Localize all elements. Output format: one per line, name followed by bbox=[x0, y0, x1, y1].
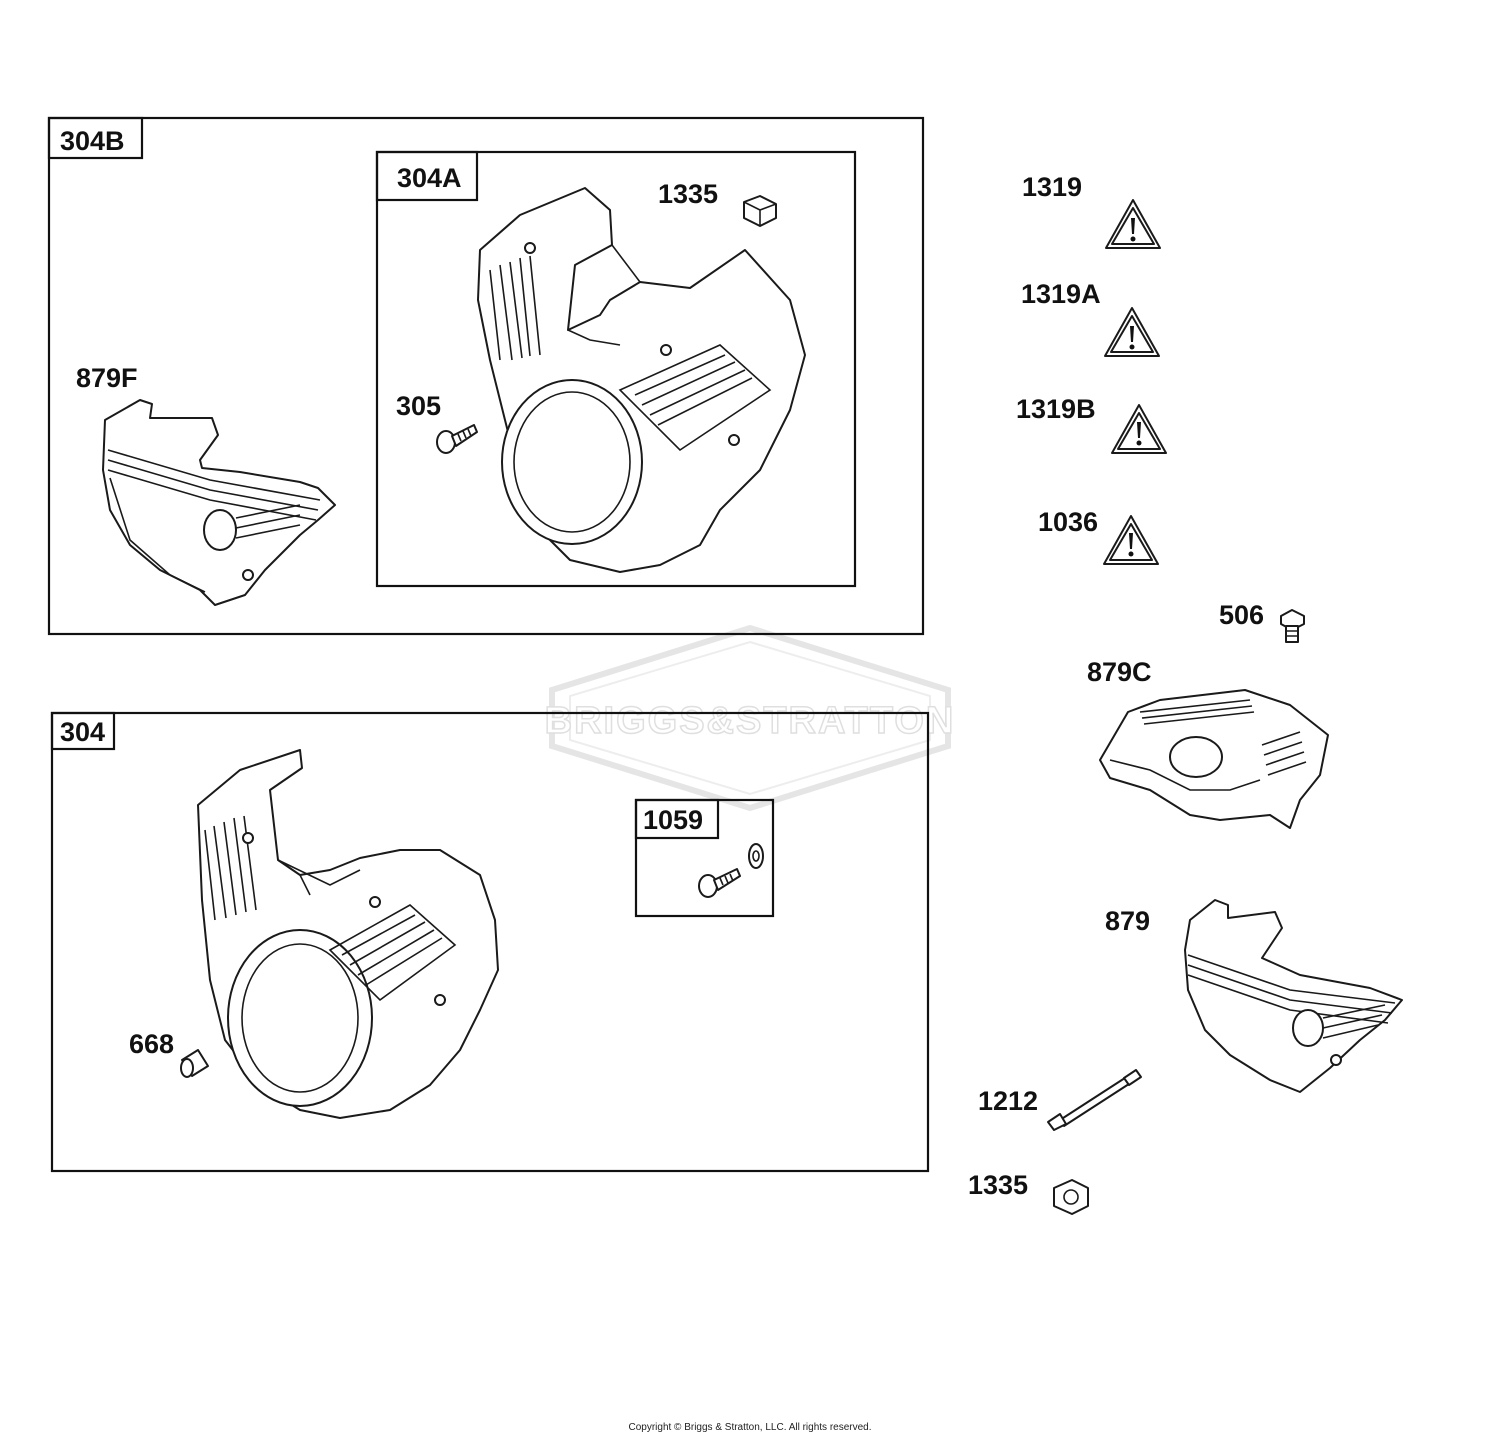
part-1212-stud[interactable]: 1212 bbox=[978, 1069, 1142, 1131]
part-879c-cover[interactable]: 879C bbox=[1087, 657, 1329, 829]
label-1335-bottom: 1335 bbox=[968, 1170, 1028, 1200]
part-304a-blower-housing[interactable] bbox=[477, 187, 806, 573]
brand-watermark: BRIGGS&STRATTON bbox=[544, 624, 956, 812]
part-879f[interactable]: 879F bbox=[76, 363, 336, 606]
group-1059[interactable]: 1059 bbox=[634, 798, 775, 918]
group-tag-304b: 304B bbox=[60, 126, 125, 156]
label-1036: 1036 bbox=[1038, 507, 1098, 537]
label-1319: 1319 bbox=[1022, 172, 1082, 202]
group-304a[interactable]: 304A bbox=[375, 150, 857, 588]
group-tag-304: 304 bbox=[60, 717, 105, 747]
part-1319b-warning-label[interactable]: 1319B bbox=[1016, 394, 1167, 454]
copyright-notice: Copyright © Briggs & Stratton, LLC. All … bbox=[628, 1422, 871, 1433]
part-879-shroud[interactable]: 879 bbox=[1105, 899, 1403, 1093]
group-tag-1059: 1059 bbox=[643, 805, 703, 835]
label-879f: 879F bbox=[76, 363, 138, 393]
label-1319b: 1319B bbox=[1016, 394, 1096, 424]
label-506: 506 bbox=[1219, 600, 1264, 630]
group-304b[interactable]: 304B bbox=[47, 116, 925, 636]
label-1212: 1212 bbox=[978, 1086, 1038, 1116]
label-305: 305 bbox=[396, 391, 441, 421]
part-304-blower-housing[interactable] bbox=[197, 749, 499, 1119]
part-1335-nut-bottom[interactable]: 1335 bbox=[968, 1170, 1089, 1215]
label-668: 668 bbox=[129, 1029, 174, 1059]
group-tag-304a: 304A bbox=[397, 163, 462, 193]
part-1036-warning-label[interactable]: 1036 bbox=[1038, 507, 1159, 565]
part-1059-washer bbox=[748, 843, 764, 869]
part-305-screw[interactable]: 305 bbox=[396, 391, 478, 454]
label-1335-top: 1335 bbox=[658, 179, 718, 209]
part-1335-nut-top[interactable]: 1335 bbox=[658, 179, 777, 227]
part-1319-warning-label[interactable]: 1319 bbox=[1022, 172, 1161, 249]
watermark-text: BRIGGS&STRATTON bbox=[545, 700, 956, 742]
label-879: 879 bbox=[1105, 906, 1150, 936]
label-879c: 879C bbox=[1087, 657, 1152, 687]
part-506-bolt[interactable]: 506 bbox=[1219, 600, 1305, 643]
part-1059-screw bbox=[698, 868, 741, 898]
group-304[interactable]: 304 bbox=[50, 711, 930, 1173]
part-1319a-warning-label[interactable]: 1319A bbox=[1021, 279, 1160, 357]
label-1319a: 1319A bbox=[1021, 279, 1101, 309]
part-668-spacer[interactable]: 668 bbox=[129, 1029, 209, 1078]
